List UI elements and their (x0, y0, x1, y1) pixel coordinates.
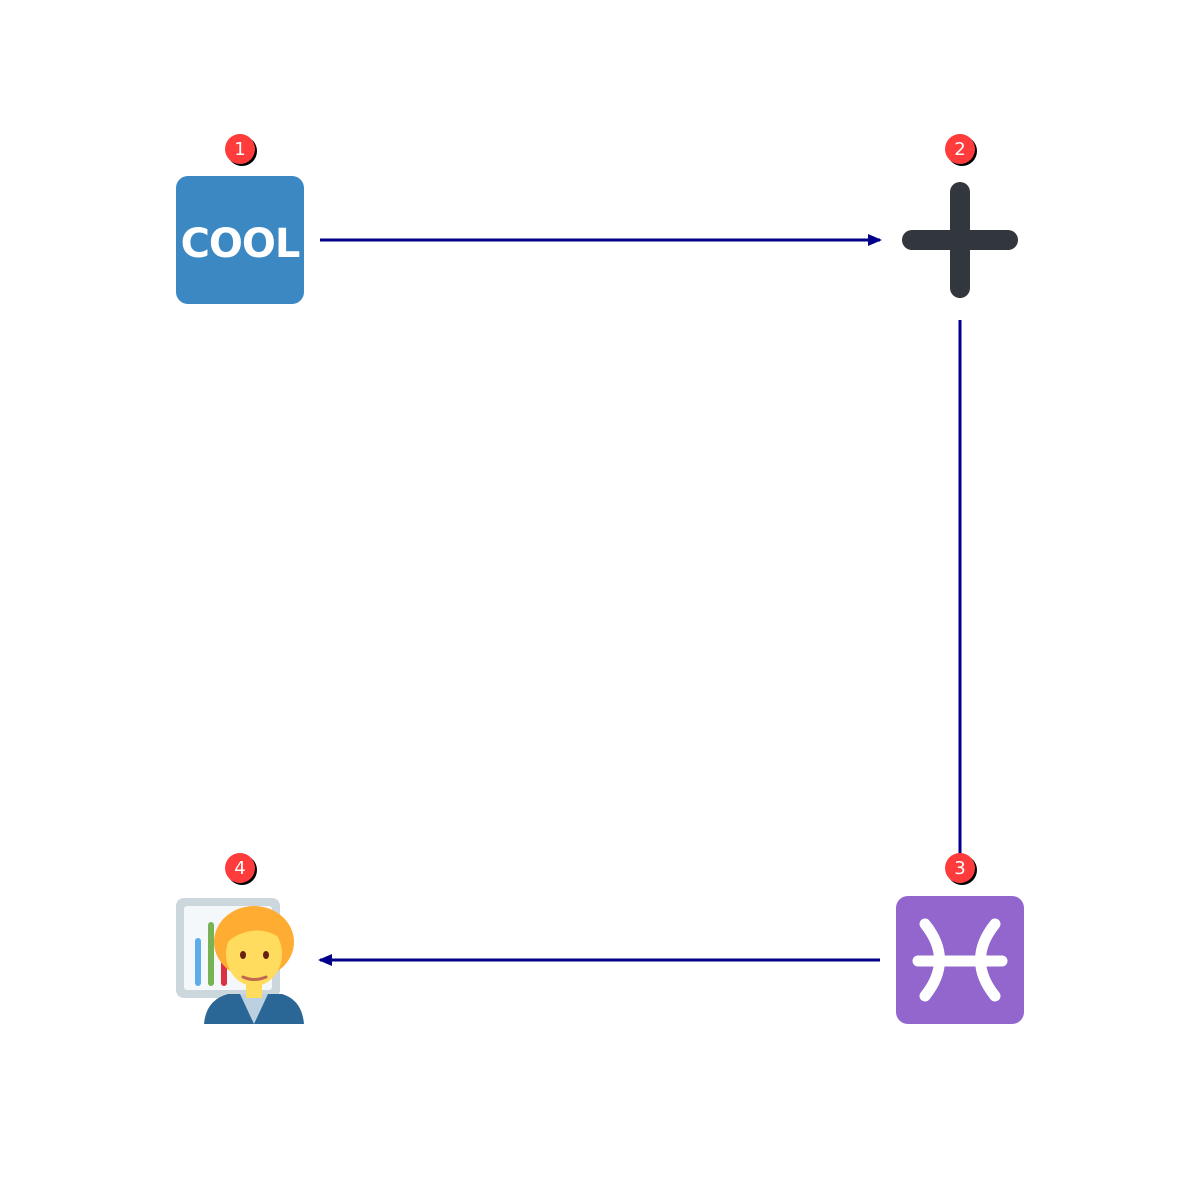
badge-3-label: 3 (954, 858, 965, 879)
node-2 (902, 182, 1018, 298)
office-worker-icon (176, 898, 304, 1024)
badge-1: 1 (225, 134, 257, 166)
heavy-plus-sign-icon (902, 182, 1018, 298)
badge-4: 4 (225, 853, 257, 885)
badge-1-label: 1 (234, 139, 245, 160)
badge-4-label: 4 (234, 858, 245, 879)
badge-3: 3 (945, 853, 977, 885)
pisces-symbol (912, 918, 1008, 1002)
node-1: COOL (176, 176, 304, 304)
cool-button-text: COOL (181, 221, 300, 267)
node-3 (896, 896, 1024, 1024)
badge-2-label: 2 (954, 139, 965, 160)
badge-2: 2 (945, 134, 977, 166)
cool-button-icon (176, 176, 304, 304)
node-4 (176, 898, 304, 1024)
